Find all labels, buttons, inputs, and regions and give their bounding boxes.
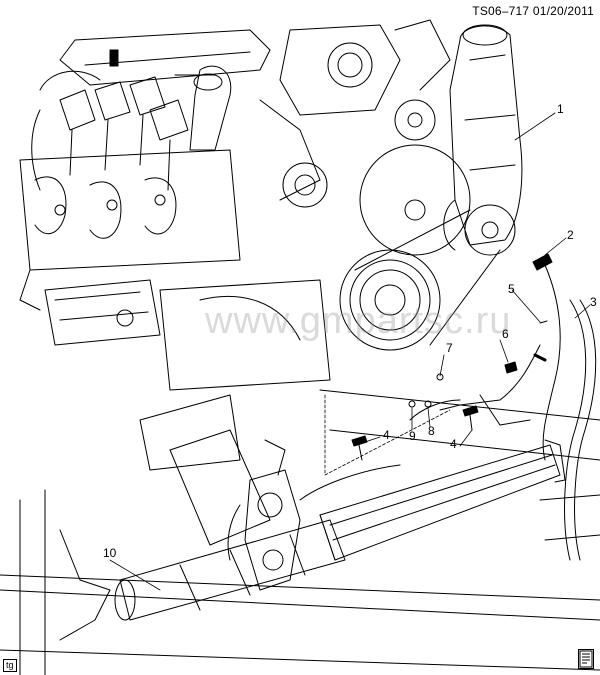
throttle-body: [259, 19, 451, 201]
callout-7: 7: [446, 341, 453, 355]
callout-leaders: [109, 112, 591, 591]
callout-1: 1: [557, 102, 564, 116]
callout-5: 5: [508, 282, 515, 296]
callout-3: 3: [590, 295, 597, 309]
tg-badge: tg: [3, 659, 17, 672]
callout-4-lower: 4: [450, 437, 457, 451]
callout-6: 6: [502, 327, 509, 341]
callout-4-upper: 4: [383, 428, 390, 442]
ignition-coils: [31, 76, 189, 191]
steering-gear: [114, 439, 346, 621]
callout-8: 8: [428, 424, 435, 438]
callout-10: 10: [103, 546, 117, 560]
fasteners: [351, 253, 553, 461]
diagram-date: 01/20/2011: [532, 4, 594, 18]
starter-motor: [44, 279, 331, 391]
intake-manifold: [39, 29, 271, 151]
frame-rails: [0, 389, 600, 675]
accessory-drive: [282, 99, 516, 351]
callout-2: 2: [567, 228, 574, 242]
ps-cooler: [319, 439, 566, 561]
ps-reservoir: [443, 24, 523, 251]
book-icon: [578, 649, 594, 669]
exhaust-manifold: [19, 149, 241, 311]
watermark-text: www.gmpartsc.ru: [205, 300, 512, 342]
diagram-code-id: TS06–717: [472, 4, 530, 18]
diagram-code: TS06–717 01/20/2011: [472, 4, 594, 18]
callout-9: 9: [409, 429, 416, 443]
ps-hoses: [227, 264, 597, 561]
